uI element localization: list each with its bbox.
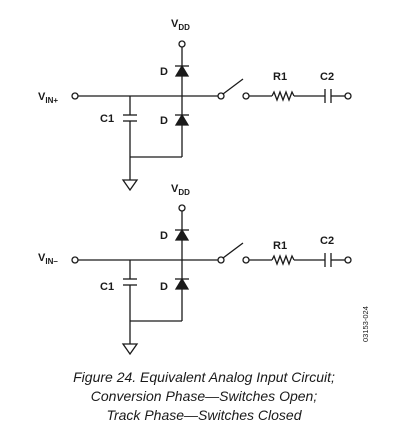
top-diode-lower-label: D [160, 115, 168, 127]
bottom-capacitor-label: C1 [100, 281, 114, 293]
schematic-diagram: VDD VIN+ D D C1 R1 C2 VDD VIN– D D C1 R1… [38, 18, 370, 355]
bottom-supply-label: VDD [171, 183, 190, 197]
bottom-series-cap-label: C2 [320, 235, 334, 247]
caption-line-1: Figure 24. Equivalent Analog Input Circu… [73, 369, 335, 385]
top-capacitor-label: C1 [100, 113, 114, 125]
top-resistor-label: R1 [273, 71, 287, 83]
bottom-diode-upper-label: D [160, 230, 168, 242]
document-number: 03153-024 [361, 306, 370, 342]
caption-line-2: Conversion Phase—Switches Open; [90, 388, 318, 404]
bottom-resistor-label: R1 [273, 240, 287, 252]
caption-line-3: Track Phase—Switches Closed [106, 407, 302, 423]
figure-caption: Figure 24. Equivalent Analog Input Circu… [0, 368, 408, 425]
top-circuit: VDD VIN+ D D C1 R1 C2 [38, 18, 352, 191]
top-series-cap-label: C2 [320, 71, 334, 83]
top-input-label: VIN+ [38, 91, 58, 105]
top-diode-upper-label: D [160, 66, 168, 78]
bottom-diode-lower-label: D [160, 281, 168, 293]
bottom-input-label: VIN– [38, 252, 58, 266]
bottom-circuit: VDD VIN– D D C1 R1 C2 [38, 183, 352, 355]
top-supply-label: VDD [171, 18, 190, 32]
